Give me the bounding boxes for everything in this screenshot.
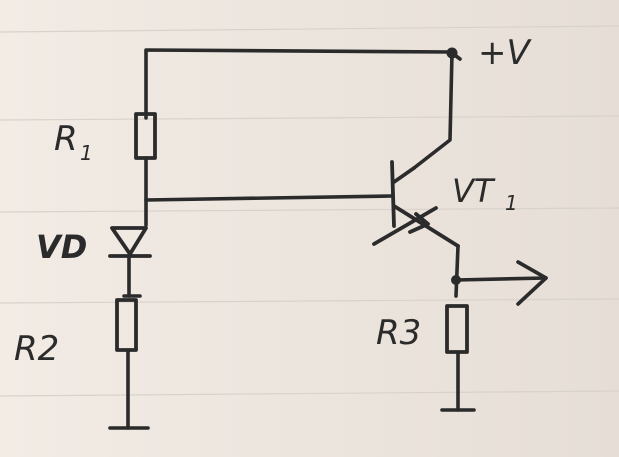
diode-vd [108, 226, 152, 298]
label-vt-sub: 1 [505, 191, 518, 215]
label-r3: R3 [376, 313, 421, 353]
resistor-r2 [108, 294, 150, 430]
transistor-vt1 [372, 160, 460, 248]
output-arrow-icon [516, 260, 548, 306]
output-branch [451, 244, 548, 306]
label-vd: VD [36, 228, 87, 266]
wire-collector [412, 51, 454, 170]
supply-rail [144, 47, 462, 120]
wire-base [144, 194, 394, 202]
label-supply: +V [478, 33, 532, 73]
label-vt: VT [452, 172, 496, 210]
label-r1-sub: 1 [80, 141, 93, 165]
label-r2: R2 [14, 329, 59, 369]
resistor-r3 [440, 304, 476, 412]
label-r1: R [54, 119, 78, 159]
ruled-lines [0, 25, 619, 397]
resistor-r1 [134, 112, 157, 160]
